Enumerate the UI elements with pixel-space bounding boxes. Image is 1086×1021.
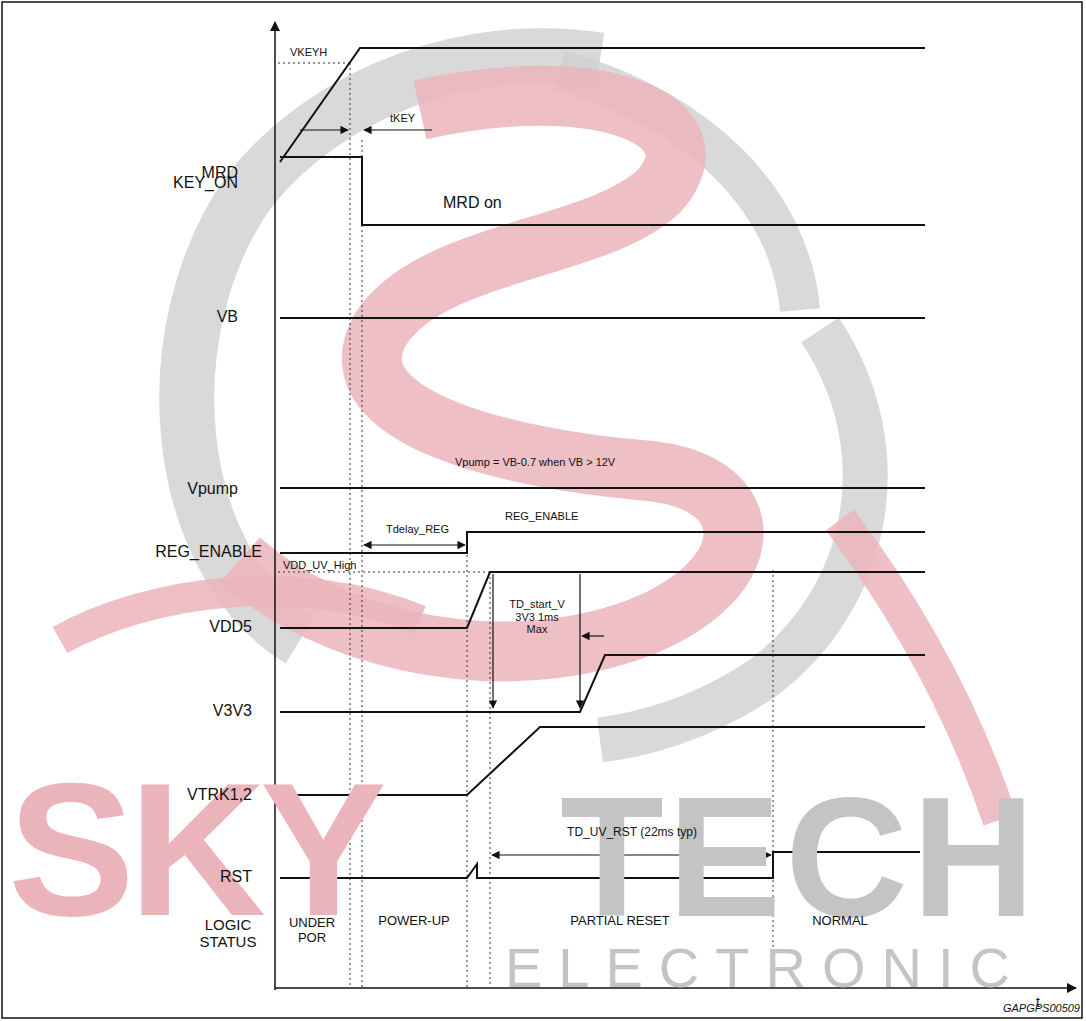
timing-label: Tdelay_REG bbox=[386, 523, 449, 536]
status-label: POWER-UP bbox=[378, 914, 450, 929]
signal-name: REG_ENABLE bbox=[155, 543, 262, 561]
timing-label: TD_UV_RST (22ms typ) bbox=[567, 826, 697, 840]
figure-id: GAPGPS00509 bbox=[1003, 1002, 1080, 1015]
note-label: Vpump = VB-0.7 when VB > 12V bbox=[455, 456, 615, 469]
logo-swoosh bbox=[60, 591, 420, 640]
logo-s bbox=[240, 96, 734, 652]
status-label: UNDER POR bbox=[282, 916, 342, 946]
status-heading: LOGIC STATUS bbox=[188, 916, 268, 951]
threshold-label: VDD_UV_High bbox=[283, 559, 356, 572]
signal-name: VB bbox=[217, 308, 238, 326]
mrd-trace bbox=[280, 157, 925, 225]
key-on-trace bbox=[280, 48, 925, 162]
timing-label: tKEY bbox=[390, 112, 415, 125]
signal-name: V3V3 bbox=[213, 702, 252, 720]
status-label: PARTIAL RESET bbox=[570, 914, 669, 929]
vb-trace bbox=[280, 317, 925, 319]
reg-enable-trace bbox=[280, 532, 925, 553]
status-label: NORMAL bbox=[812, 914, 868, 929]
note-label: REG_ENABLE bbox=[505, 510, 578, 523]
signal-name: Vpump bbox=[187, 480, 238, 498]
vpump-trace bbox=[280, 487, 925, 489]
state-label: MRD on bbox=[443, 194, 502, 212]
vdd5-trace bbox=[280, 572, 925, 628]
signal-name: VDD5 bbox=[209, 618, 252, 636]
signal-name: RST bbox=[220, 868, 252, 886]
threshold-label: VKEYH bbox=[290, 46, 327, 59]
signal-name: MRD bbox=[202, 164, 238, 182]
timing-label: TD_start_V 3V3 1ms Max bbox=[505, 598, 569, 636]
signal-name: VTRK1,2 bbox=[187, 786, 252, 804]
v3v3-trace bbox=[280, 655, 925, 712]
watermark-text: ELECTRONIC bbox=[505, 936, 1026, 1000]
